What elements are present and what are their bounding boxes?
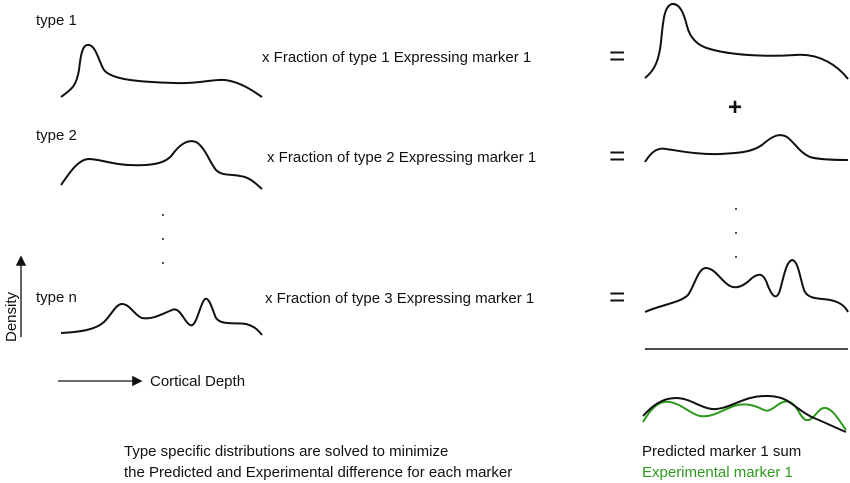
- type-1-curve: [60, 43, 263, 98]
- legend-predicted: Predicted marker 1 sum: [642, 443, 802, 460]
- type-1-label: type 1: [36, 12, 77, 29]
- ellipsis-dot-left-2: [162, 238, 164, 240]
- type-n-curve: [60, 297, 263, 336]
- predicted-marker-sum-curve: [642, 394, 847, 433]
- fraction-text-type-1: x Fraction of type 1 Expressing marker 1: [262, 49, 532, 66]
- ellipsis-dot-left-1: [162, 214, 164, 216]
- scaled-type-n-curve: [644, 258, 849, 313]
- equals-sign-2: =: [609, 140, 626, 171]
- caption-line-2: the Predicted and Experimental differenc…: [124, 464, 513, 481]
- fraction-text-type-n: x Fraction of type 3 Expressing marker 1: [265, 290, 535, 307]
- type-n-label: type n: [36, 289, 77, 306]
- ellipsis-dot-right-2: [735, 232, 737, 234]
- fraction-text-type-2: x Fraction of type 2 Expressing marker 1: [267, 149, 537, 166]
- type-2-curve: [60, 140, 263, 190]
- experimental-marker-curve: [642, 400, 847, 431]
- plus-sign: +: [728, 94, 743, 121]
- legend-experimental: Experimental marker 1: [642, 464, 793, 481]
- equals-sign-n: =: [609, 281, 626, 312]
- scaled-type-2-curve: [644, 134, 849, 163]
- ellipsis-dot-right-1: [735, 208, 737, 210]
- ellipsis-dot-left-3: [162, 262, 164, 264]
- scaled-type-1-curve: [644, 2, 849, 80]
- cortical-depth-axis-label: Cortical Depth: [150, 373, 246, 390]
- caption-line-1: Type specific distributions are solved t…: [124, 443, 449, 460]
- ellipsis-dot-right-3: [735, 256, 737, 258]
- equals-sign-1: =: [609, 40, 626, 71]
- type-2-label: type 2: [36, 127, 77, 144]
- density-axis-label: Density: [3, 291, 20, 342]
